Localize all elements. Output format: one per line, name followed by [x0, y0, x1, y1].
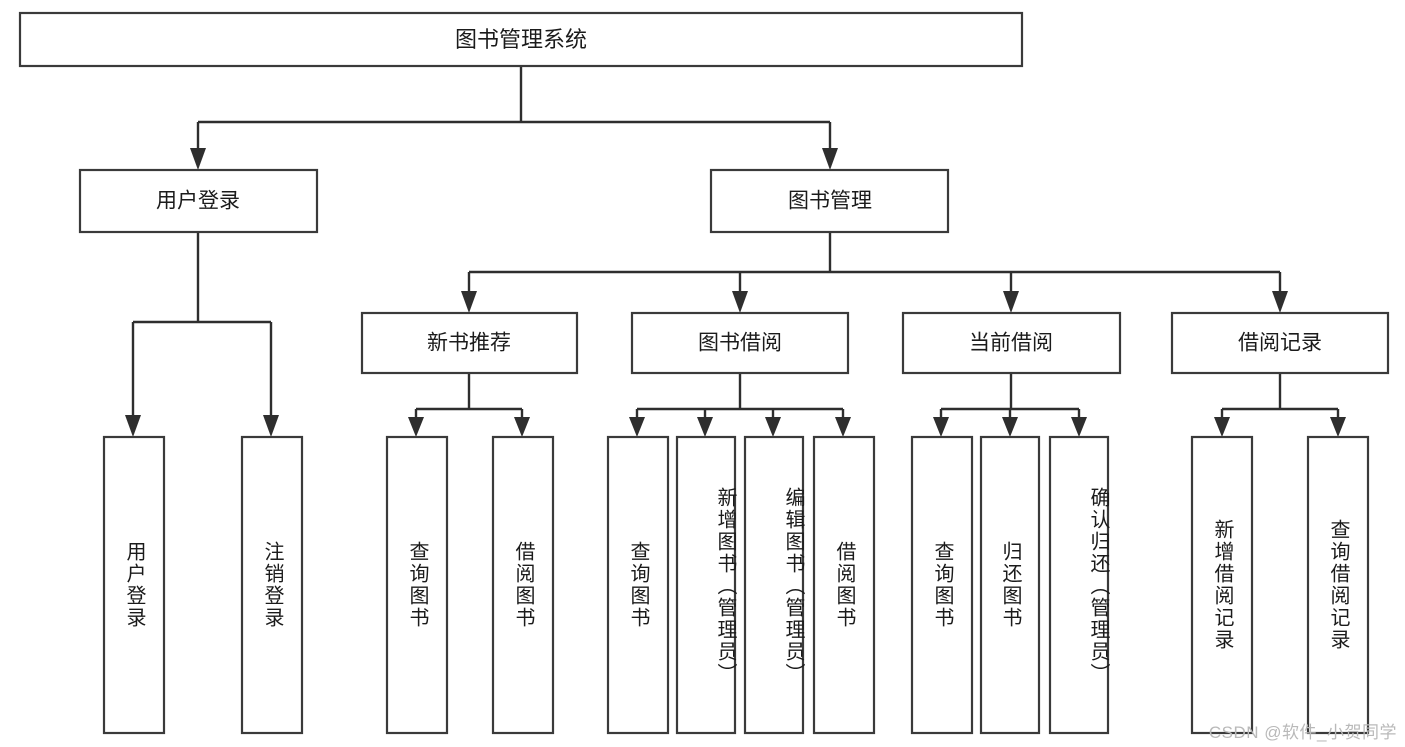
- arrow-head-leaf-query-book-1: [408, 417, 424, 437]
- node-leaf-return-book-box[interactable]: [979, 435, 1041, 735]
- arrow-head-new-book-recommend: [461, 291, 477, 313]
- node-new-book-recommend[interactable]: 新书推荐: [360, 311, 579, 375]
- arrow-head-leaf-user-login: [125, 415, 141, 437]
- node-leaf-user-login-box[interactable]: [102, 435, 166, 735]
- arrow-head-leaf-edit-book: [765, 417, 781, 437]
- node-leaf-edit-book-box[interactable]: [743, 435, 805, 735]
- arrow-head-book-borrow: [732, 291, 748, 313]
- connector-group-new-book-recommend: [408, 373, 530, 437]
- watermark-csdn: CSDN @软件_小贺同学: [1208, 723, 1397, 742]
- arrow-head-leaf-add-record: [1214, 417, 1230, 437]
- connector-group-current-borrow: [933, 373, 1087, 437]
- node-borrow-record[interactable]: 借阅记录: [1170, 311, 1390, 375]
- node-leaf-add-record-box[interactable]: [1190, 435, 1254, 735]
- connector-group-book-management: [461, 232, 1288, 313]
- node-book-borrow-box[interactable]: [630, 311, 850, 375]
- node-book-management[interactable]: 图书管理: [709, 168, 950, 234]
- connector-group-user-login: [125, 232, 279, 437]
- node-leaf-query-book-1-box[interactable]: [385, 435, 449, 735]
- arrow-head-leaf-borrow-book-2: [835, 417, 851, 437]
- node-leaf-query-book-3-box[interactable]: [910, 435, 974, 735]
- node-current-borrow[interactable]: 当前借阅: [901, 311, 1122, 375]
- arrow-head-user-login: [190, 148, 206, 170]
- node-leaf-logout-login-box[interactable]: [240, 435, 304, 735]
- node-book-management-box[interactable]: [709, 168, 950, 234]
- node-new-book-recommend-box[interactable]: [360, 311, 579, 375]
- node-book-borrow-label: 图书借阅: [698, 332, 782, 355]
- arrow-head-leaf-query-record: [1330, 417, 1346, 437]
- node-root[interactable]: 图书管理系统: [18, 11, 1024, 68]
- node-root-box[interactable]: [18, 11, 1024, 68]
- node-leaf-add-book-box[interactable]: [675, 435, 737, 735]
- arrow-head-leaf-query-book-2: [629, 417, 645, 437]
- node-borrow-record-label: 借阅记录: [1238, 332, 1322, 355]
- node-current-borrow-box[interactable]: [901, 311, 1122, 375]
- node-leaf-query-book-2-box[interactable]: [606, 435, 670, 735]
- node-current-borrow-label: 当前借阅: [969, 332, 1053, 355]
- arrow-head-leaf-add-book: [697, 417, 713, 437]
- connector-group-book-borrow: [629, 373, 851, 437]
- connector-group-borrow-record: [1214, 373, 1346, 437]
- node-leaf-confirm-return-box[interactable]: [1048, 435, 1110, 735]
- node-new-book-recommend-label: 新书推荐: [427, 332, 511, 355]
- node-leaf-borrow-book-2-box[interactable]: [812, 435, 876, 735]
- node-root-label: 图书管理系统: [455, 27, 587, 52]
- node-leaf-borrow-book-1-box[interactable]: [491, 435, 555, 735]
- node-user-login-label: 用户登录: [156, 190, 240, 213]
- node-user-login[interactable]: 用户登录: [78, 168, 319, 234]
- arrow-head-leaf-confirm-return: [1071, 417, 1087, 437]
- connector-group-root: [190, 66, 838, 170]
- arrow-head-leaf-return-book: [1002, 417, 1018, 437]
- arrow-head-leaf-borrow-book-1: [514, 417, 530, 437]
- arrow-head-leaf-logout-login: [263, 415, 279, 437]
- arrow-head-leaf-query-book-3: [933, 417, 949, 437]
- node-borrow-record-box[interactable]: [1170, 311, 1390, 375]
- node-book-borrow[interactable]: 图书借阅: [630, 311, 850, 375]
- node-user-login-box[interactable]: [78, 168, 319, 234]
- arrow-head-current-borrow: [1003, 291, 1019, 313]
- arrow-head-borrow-record: [1272, 291, 1288, 313]
- arrow-head-book-management: [822, 148, 838, 170]
- node-leaf-query-record-box[interactable]: [1306, 435, 1370, 735]
- node-book-management-label: 图书管理: [788, 190, 872, 213]
